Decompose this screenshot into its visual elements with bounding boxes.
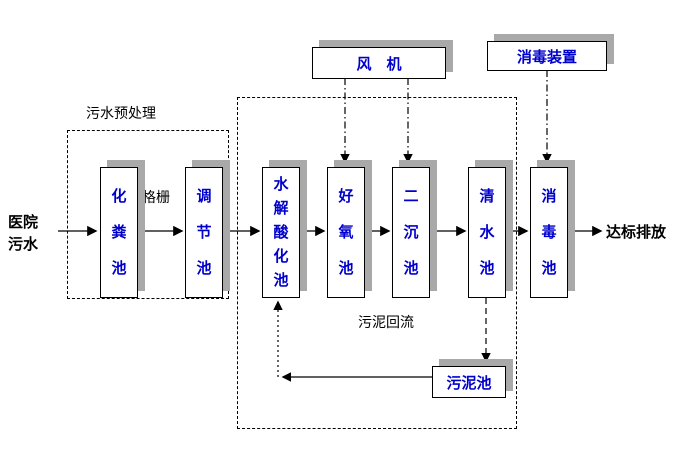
disinfection-device-label: 消毒装置 <box>516 48 577 66</box>
sludge-tank-label: 污泥池 <box>446 374 492 392</box>
tank-secondary-sedimentation: 二沉池 <box>392 167 430 298</box>
tank-aerobic: 好氧池 <box>327 167 365 298</box>
grid-label: 格栅 <box>142 189 170 205</box>
tank-regulating: 调节池 <box>185 167 223 298</box>
pretreatment-label: 污水预处理 <box>86 105 156 121</box>
tank-secondary-sedimentation-label: 二沉池 <box>403 188 419 277</box>
tank-clear-water-label: 清水池 <box>479 188 495 277</box>
tank-disinfection-label: 消毒池 <box>541 188 557 277</box>
tank-aerobic-label: 好氧池 <box>338 188 354 277</box>
disinfection-device-box: 消毒装置 <box>487 41 607 71</box>
tank-regulating-label: 调节池 <box>196 188 212 277</box>
tank-hydrolysis-acidification: 水解酸化池 <box>262 167 300 298</box>
sludge-return-label: 污泥回流 <box>358 314 414 330</box>
pretreatment-group-box <box>67 130 229 299</box>
tank-septic-label: 化粪池 <box>111 188 127 277</box>
influent-label: 医院污水 <box>7 214 38 253</box>
tank-disinfection: 消毒池 <box>530 167 568 298</box>
biological-treatment-group-box <box>237 97 517 429</box>
sludge-tank-box: 污泥池 <box>432 366 506 398</box>
tank-hydrolysis-acidification-label: 水解酸化池 <box>273 176 289 289</box>
tank-septic: 化粪池 <box>100 167 138 298</box>
fan-box: 风 机 <box>312 47 446 79</box>
tank-clear-water: 清水池 <box>468 167 506 298</box>
effluent-label: 达标排放 <box>606 224 667 241</box>
fan-label: 风 机 <box>356 55 402 73</box>
